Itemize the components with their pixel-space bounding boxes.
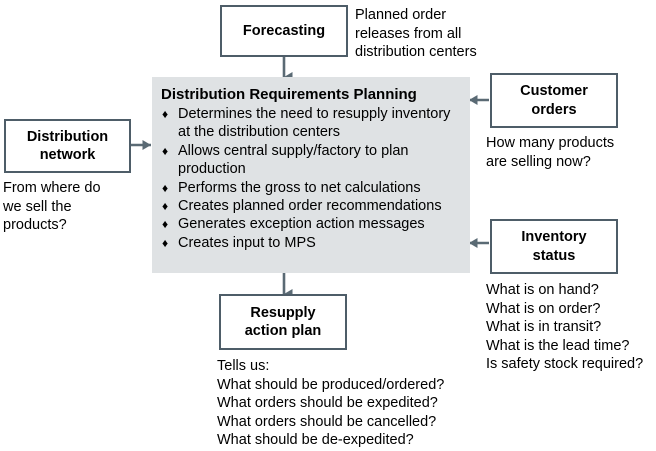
drp-bullet-item: ♦ Creates input to MPS (161, 234, 460, 252)
inventory-status-box[interactable]: Inventory status (490, 219, 618, 274)
diamond-bullet-icon: ♦ (162, 180, 169, 195)
drp-bullet-list: ♦ Determines the need to resupply invent… (161, 105, 460, 252)
diamond-bullet-icon: ♦ (162, 199, 169, 214)
drp-bullet-text: Allows central supply/factory to plan pr… (178, 142, 409, 178)
drp-bullet-item: ♦ Determines the need to resupply invent… (161, 105, 460, 142)
resupply-action-plan-note: Tells us: What should be produced/ordere… (217, 358, 445, 449)
diamond-bullet-icon: ♦ (162, 217, 169, 232)
drp-bullet-item: ♦ Performs the gross to net calculations (161, 179, 460, 197)
distribution-network-box[interactable]: Distribution network (4, 119, 131, 173)
distribution-network-label: Distribution network (26, 128, 109, 163)
customer-orders-note: How many products are selling now? (486, 135, 615, 170)
drp-bullet-text: Generates exception action messages (178, 216, 425, 233)
diamond-bullet-icon: ♦ (162, 143, 169, 158)
drp-bullet-text: Performs the gross to net calculations (178, 179, 421, 196)
drp-panel: Distribution Requirements Planning ♦ Det… (152, 77, 470, 273)
drp-panel-title: Distribution Requirements Planning (161, 86, 417, 103)
inventory-status-label: Inventory status (521, 229, 587, 264)
inventory-status-note: What is on hand? What is on order? What … (486, 282, 644, 373)
drp-bullet-text: Creates input to MPS (178, 234, 316, 251)
drp-bullet-item: ♦ Creates planned order recommendations (161, 197, 460, 215)
distribution-network-note: From where do we sell the products? (3, 180, 101, 234)
drp-bullet-text: Determines the need to resupply inventor… (178, 106, 451, 141)
drp-bullet-item: ♦ Generates exception action messages (161, 215, 460, 233)
diamond-bullet-icon: ♦ (162, 235, 169, 250)
forecasting-box[interactable]: Forecasting (220, 5, 348, 57)
diamond-bullet-icon: ♦ (162, 107, 169, 121)
customer-orders-label: Customer orders (520, 83, 588, 118)
drp-bullet-item: ♦ Allows central supply/factory to plan … (161, 142, 460, 179)
resupply-action-plan-label: Resupply action plan (244, 304, 322, 339)
drp-panel-inner: Distribution Requirements Planning ♦ Det… (152, 77, 470, 260)
drp-bullet-text: Creates planned order recommendations (178, 198, 442, 215)
customer-orders-box[interactable]: Customer orders (490, 73, 618, 128)
resupply-action-plan-box[interactable]: Resupply action plan (219, 294, 347, 350)
forecasting-label: Forecasting (242, 22, 326, 39)
forecasting-note: Planned order releases from all distribu… (355, 7, 477, 61)
